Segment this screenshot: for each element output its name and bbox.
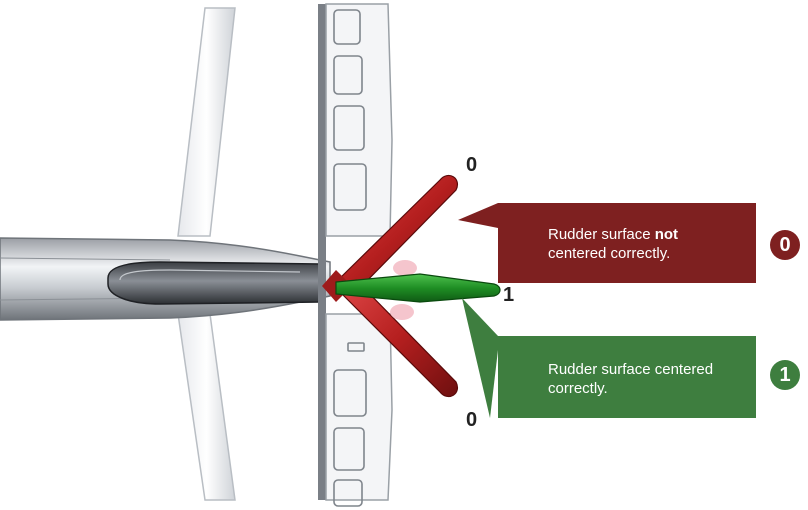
access-panels [333,9,367,507]
rear-panel-upper [325,3,393,237]
callout-incorrect-text-part: centered correctly. [548,245,671,262]
callout-incorrect-text: Rudder surface not centered correctly. [548,225,748,263]
horizontal-stabilizer [177,7,236,237]
fuselage-stringer [0,257,171,261]
badge-correct: 1 [770,360,800,390]
callout-incorrect-emphasis: not [654,226,679,243]
callout-incorrect-text-part: Rudder surface [548,226,655,243]
rudder-centered [335,273,501,303]
position-label-center: 1 [503,284,515,306]
callout-incorrect: Rudder surface not centered correctly. [498,203,756,283]
rudder-deflected-up [337,175,458,293]
horizontal-stabilizer-lower [177,313,236,501]
rudder-hinge-glow [390,304,414,320]
position-label-top: 0 [466,154,478,176]
position-label-bottom: 0 [466,409,478,431]
rudder-deflected-down [337,279,458,397]
rear-panel-spar [318,4,326,500]
callout-correct: Rudder surface centered correctly. [498,336,756,418]
tail-cone [107,261,321,305]
rear-panel-lower [325,313,393,501]
leader-line-green [462,298,498,418]
rudder-hinge-glow [393,260,417,276]
callout-correct-text: Rudder surface centered correctly. [548,361,714,397]
tail-cone-highlight [119,269,301,281]
leader-line-red [458,203,498,228]
badge-incorrect: 0 [770,230,800,260]
